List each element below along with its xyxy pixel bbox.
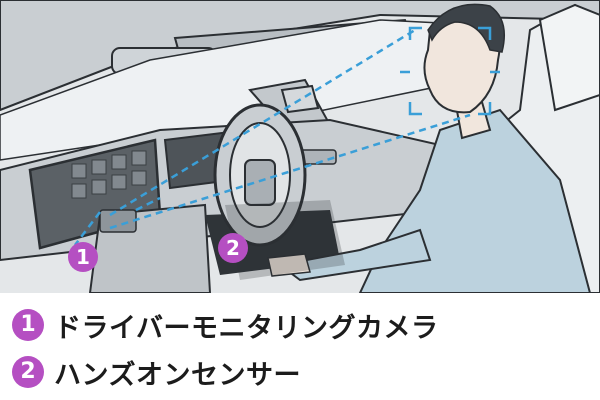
legend-badge-2: 2 xyxy=(12,356,44,388)
driver-monitoring-camera xyxy=(99,209,137,233)
legend-label-camera: ドライバーモニタリングカメラ xyxy=(54,312,439,344)
legend-item-camera: 1 ドライバーモニタリングカメラ xyxy=(12,308,439,344)
callout-marker-1: 1 xyxy=(68,242,98,272)
driver-hair xyxy=(427,3,505,53)
face-detection-frame xyxy=(400,26,500,116)
roof-headliner xyxy=(0,0,600,112)
legend-item-sensor: 2 ハンズオンセンサー xyxy=(12,355,301,391)
car-interior-illustration xyxy=(0,0,600,293)
legend-badge-1: 1 xyxy=(12,309,44,341)
driver-hand xyxy=(267,253,311,277)
legend-label-sensor: ハンズオンセンサー xyxy=(54,359,301,391)
headrest xyxy=(538,3,600,112)
display-tiles xyxy=(71,150,147,199)
hands-on-sensor-area xyxy=(225,200,345,280)
steering-wheel xyxy=(213,103,307,247)
callout-marker-2: 2 xyxy=(218,233,248,263)
detection-lines xyxy=(74,28,471,246)
